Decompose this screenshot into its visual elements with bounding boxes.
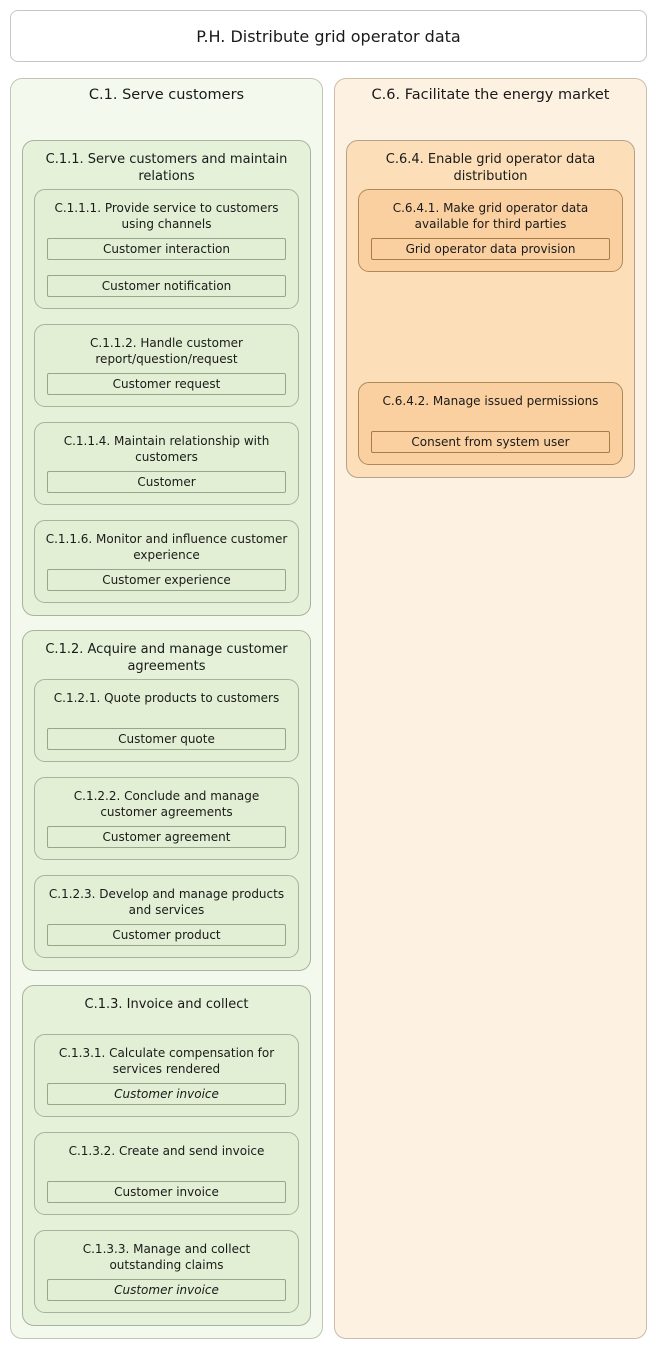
items-container: Customer product <box>47 924 286 946</box>
subs-container: C.1.3.1. Calculate compensation for serv… <box>34 1034 299 1313</box>
item-box: Customer quote <box>47 728 286 750</box>
items-container: Customer invoice <box>47 1181 286 1203</box>
items-container: Customer quote <box>47 728 286 750</box>
sub-title: C.1.2.3. Develop and manage products and… <box>48 887 285 917</box>
item-box: Customer invoice <box>47 1083 286 1105</box>
column-header: C.1. Serve customers <box>88 87 245 103</box>
sub-title: C.1.3.3. Manage and collect outstanding … <box>82 1242 251 1272</box>
sub-box: C.1.1.1. Provide service to customers us… <box>34 189 299 309</box>
page-title: P.H. Distribute grid operator data <box>196 26 461 46</box>
subs-container: C.1.1.1. Provide service to customers us… <box>34 189 299 603</box>
sub-title: C.1.3.2. Create and send invoice <box>68 1144 265 1158</box>
item-box: Grid operator data provision <box>371 238 610 260</box>
items-container: Consent from system user <box>371 431 610 453</box>
item-box: Customer agreement <box>47 826 286 848</box>
group-box: C.6.4. Enable grid operator data distrib… <box>346 140 635 478</box>
group-box: C.1.2. Acquire and manage customer agree… <box>22 630 311 971</box>
sub-title: C.1.1.1. Provide service to customers us… <box>54 201 279 231</box>
items-container: Customer experience <box>47 569 286 591</box>
groups-container: C.1.1. Serve customers and maintain rela… <box>22 140 311 1326</box>
items-container: Grid operator data provision <box>371 238 610 260</box>
sub-box: C.1.3.1. Calculate compensation for serv… <box>34 1034 299 1117</box>
diagram-title-box: P.H. Distribute grid operator data <box>10 10 647 62</box>
item-box: Customer <box>47 471 286 493</box>
item-box: Customer product <box>47 924 286 946</box>
sub-box: C.1.1.6. Monitor and influence customer … <box>34 520 299 603</box>
group-title: C.1.3. Invoice and collect <box>84 997 249 1012</box>
sub-title: C.1.3.1. Calculate compensation for serv… <box>58 1046 275 1076</box>
group-title: C.6.4. Enable grid operator data distrib… <box>385 152 596 184</box>
group-title: C.1.1. Serve customers and maintain rela… <box>45 152 288 184</box>
items-container: Customer invoice <box>47 1279 286 1301</box>
sub-title: C.6.4.1. Make grid operator data availab… <box>392 201 589 231</box>
item-box: Customer invoice <box>47 1279 286 1301</box>
group-title: C.1.2. Acquire and manage customer agree… <box>45 642 288 674</box>
items-container: Customer invoice <box>47 1083 286 1105</box>
items-container: Customer <box>47 471 286 493</box>
sub-box: C.1.1.2. Handle customer report/question… <box>34 324 299 407</box>
sub-title: C.1.2.1. Quote products to customers <box>53 691 280 705</box>
items-container: Customer request <box>47 373 286 395</box>
subs-container: C.6.4.1. Make grid operator data availab… <box>358 189 623 465</box>
spacer <box>358 287 623 367</box>
sub-title: C.1.1.2. Handle customer report/question… <box>90 336 243 366</box>
sub-box: C.1.2.3. Develop and manage products and… <box>34 875 299 958</box>
sub-box: C.1.1.4. Maintain relationship with cust… <box>34 422 299 505</box>
item-box: Customer request <box>47 373 286 395</box>
sub-title: C.1.1.4. Maintain relationship with cust… <box>63 434 270 464</box>
sub-title: C.6.4.2. Manage issued permissions <box>382 394 599 408</box>
sub-box: C.1.2.2. Conclude and manage customer ag… <box>34 777 299 860</box>
item-box: Customer interaction <box>47 238 286 260</box>
items-container: Customer agreement <box>47 826 286 848</box>
sub-box: C.6.4.1. Make grid operator data availab… <box>358 189 623 272</box>
item-box: Customer experience <box>47 569 286 591</box>
sub-title: C.1.1.6. Monitor and influence customer … <box>45 532 288 562</box>
groups-container: C.6.4. Enable grid operator data distrib… <box>346 140 635 478</box>
item-box: Customer invoice <box>47 1181 286 1203</box>
sub-title: C.1.2.2. Conclude and manage customer ag… <box>73 789 260 819</box>
sub-box: C.1.3.3. Manage and collect outstanding … <box>34 1230 299 1313</box>
item-box: Consent from system user <box>371 431 610 453</box>
column-header: C.6. Facilitate the energy market <box>371 87 610 103</box>
group-box: C.1.1. Serve customers and maintain rela… <box>22 140 311 616</box>
item-box: Customer notification <box>47 275 286 297</box>
